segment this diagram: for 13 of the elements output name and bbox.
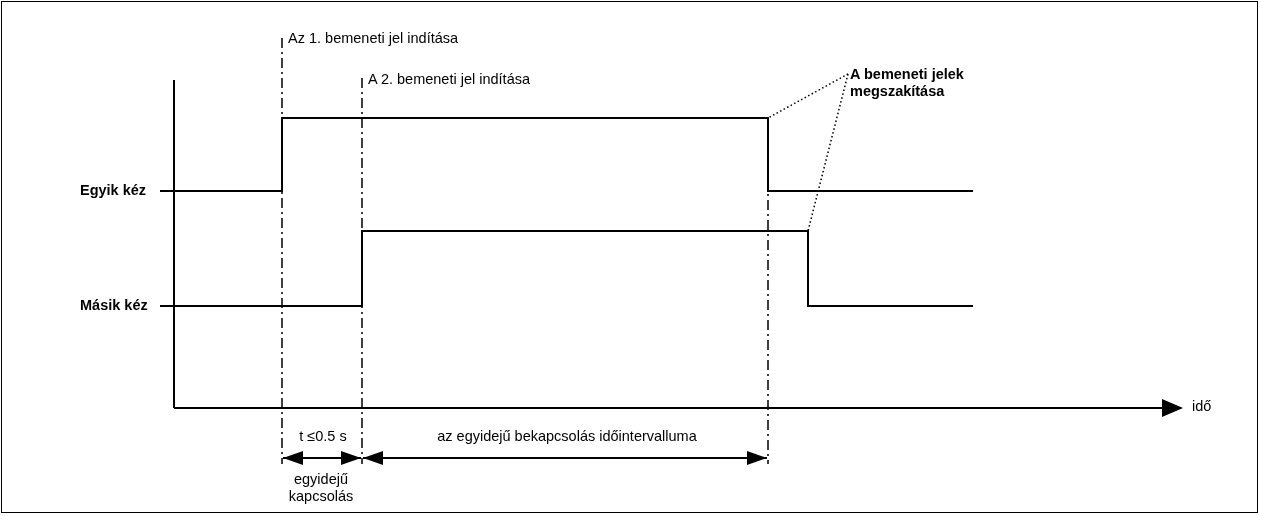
dimension-label: az egyidejű bekapcsolás időintervalluma [436,428,698,445]
dimension-label: t ≤0.5 s [298,428,348,445]
dimension-label: egyidejű kapcsolás [287,471,355,505]
event-label: A 2. bemeneti jel indítása [368,71,531,88]
signal-label: Másik kéz [80,297,148,314]
leader-line [767,73,849,119]
waveform [159,230,974,307]
callout-text: A bemeneti jelek megszakítása [850,66,965,100]
axis-label: idő [1192,398,1212,415]
waveform [159,117,974,192]
leader-line [807,73,849,232]
event-label: Az 1. bemeneti jel indítása [288,30,459,47]
signal-label: Egyik kéz [80,182,147,199]
